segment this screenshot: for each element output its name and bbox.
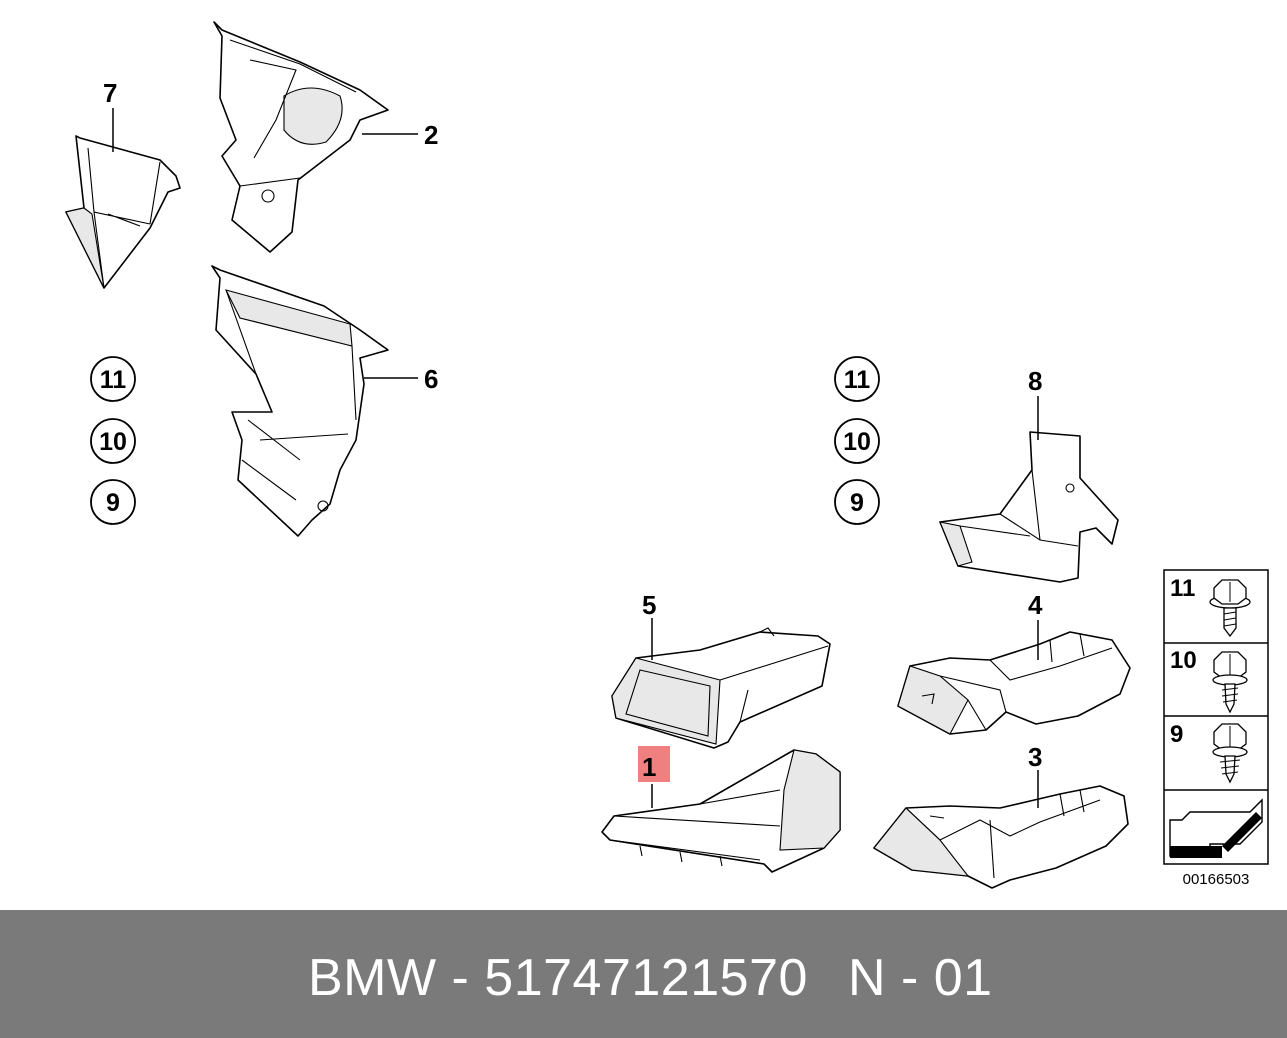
highlight-label-1 [638, 746, 670, 782]
part-8-duct [939, 431, 1119, 583]
circled-callout-right-9: 9 [834, 479, 880, 525]
part-6-duct [211, 265, 389, 537]
legend-label-10: 10 [1170, 647, 1197, 674]
circled-callout-left-11: 11 [90, 356, 136, 402]
bolt-11-icon [1209, 579, 1251, 638]
part-1-duct [601, 749, 841, 873]
footer-code: N - 01 [848, 949, 993, 1007]
part-5-duct [611, 627, 831, 749]
label-2: 2 [424, 120, 438, 150]
part-4-duct [897, 631, 1131, 735]
circled-callout-left-9: 9 [90, 479, 136, 525]
svg-text:10: 10 [99, 428, 127, 456]
circled-callout-right-10: 10 [834, 418, 880, 464]
screw-10-icon [1212, 651, 1248, 714]
svg-text:10: 10 [843, 428, 871, 456]
fastener-legend: 11 10 9 [1163, 569, 1269, 865]
parts-diagram: 7 2 6 11 10 9 11 10 9 [65, 21, 1269, 889]
label-4: 4 [1028, 590, 1043, 620]
svg-text:11: 11 [100, 366, 127, 394]
legend-label-11: 11 [1170, 575, 1195, 602]
circled-callout-right-11: 11 [834, 356, 880, 402]
svg-text:9: 9 [850, 489, 864, 517]
circled-callout-left-10: 10 [90, 418, 136, 464]
part-7-duct [65, 135, 181, 289]
legend-label-9: 9 [1170, 721, 1183, 748]
footer-bar: BMW - 51747121570 N - 01 [0, 910, 1287, 1038]
label-6: 6 [424, 364, 438, 394]
label-3: 3 [1028, 742, 1042, 772]
part-3-duct [873, 785, 1129, 889]
label-1: 1 [642, 752, 656, 782]
label-7: 7 [103, 78, 117, 108]
svg-text:9: 9 [106, 489, 120, 517]
svg-text:11: 11 [844, 366, 871, 394]
label-5: 5 [642, 590, 656, 620]
arrow-left-down-icon [1169, 798, 1263, 858]
footer-part-number: BMW - 51747121570 [308, 949, 808, 1007]
part-2-duct [213, 21, 389, 253]
screw-9-icon [1212, 723, 1248, 784]
reference-number: 00166503 [1183, 871, 1250, 888]
label-8: 8 [1028, 366, 1042, 396]
